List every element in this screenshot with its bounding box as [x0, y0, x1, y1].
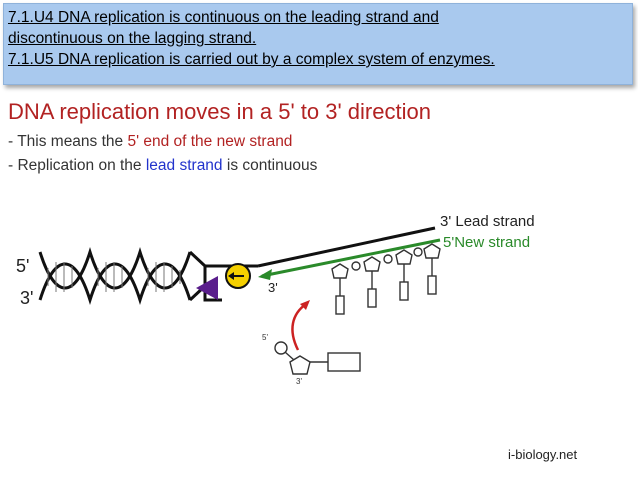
bullet-highlight-lead-strand: lead strand [146, 157, 223, 174]
new-strand-arrowhead [258, 269, 272, 280]
bullet-5prime-end: - This means the 5' end of the new stran… [8, 133, 292, 151]
objective-u5: 7.1.U5 DNA replication is carried out by… [8, 49, 626, 70]
nucleotide-label-3prime: 3' [296, 377, 302, 386]
incorporated-nucleotides [332, 244, 440, 314]
objective-u4-line1: 7.1.U4 DNA replication is continuous on … [8, 7, 626, 28]
nucleotide-label-5prime: 5' [262, 333, 268, 342]
objective-u4-line2: discontinuous on the lagging strand. [8, 28, 626, 49]
replication-fork-diagram: 5' 3' 3' 5 [0, 200, 638, 400]
bullet-text: - This means the [8, 133, 127, 150]
bullet-highlight-5prime: 5' end of the new strand [127, 133, 292, 150]
free-nucleotide [275, 342, 360, 374]
objectives-banner: 7.1.U4 DNA replication is continuous on … [3, 3, 633, 85]
incoming-arrow [292, 304, 306, 350]
label-lead-strand: 3' Lead strand [440, 213, 535, 230]
site-credit: i-biology.net [508, 447, 577, 462]
label-3prime-mid: 3' [268, 280, 278, 295]
slide-title: DNA replication moves in a 5' to 3' dire… [8, 99, 431, 125]
bullet-text: - Replication on the [8, 157, 146, 174]
label-5prime-left: 5' [16, 256, 29, 276]
dna-polymerase-icon [196, 276, 218, 300]
helicase-icon [226, 264, 250, 288]
bullet-lead-strand: - Replication on the lead strand is cont… [8, 157, 317, 175]
dna-double-helix [40, 252, 205, 300]
label-new-strand: 5'New strand [443, 234, 530, 251]
label-3prime-left: 3' [20, 288, 33, 308]
bullet-text-suffix: is continuous [223, 157, 318, 174]
